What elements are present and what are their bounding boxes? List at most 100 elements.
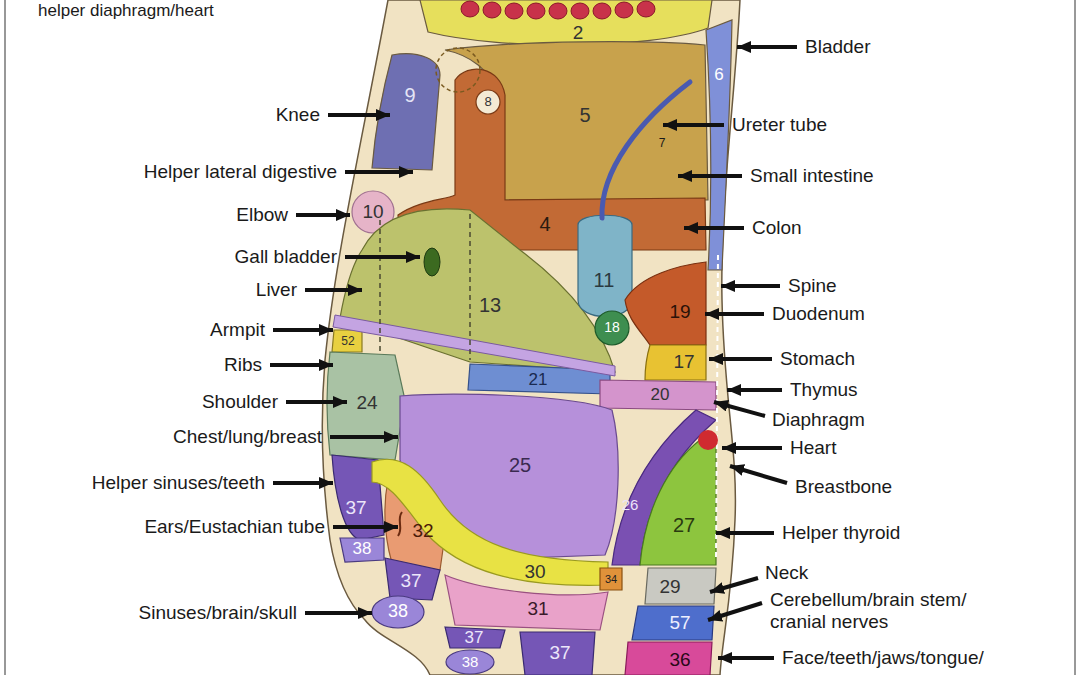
zone-number: 26 (622, 497, 639, 514)
leader-arrow (305, 611, 372, 615)
zone-fill (340, 538, 384, 562)
leader-arrow (737, 45, 797, 49)
label-anchor: Breastbone (795, 476, 892, 498)
tooth-oval (615, 2, 633, 18)
reflex-zone: 38 (370, 594, 426, 630)
reflex-zone: 18 (593, 309, 631, 347)
zone-number: 29 (659, 577, 680, 598)
zone-number: 57 (669, 613, 690, 634)
reflex-zone: 36 (623, 640, 714, 675)
leader-arrow (296, 213, 350, 217)
label-anchor: helper diaphragm/heart (38, 1, 214, 21)
zone-label: Liver (256, 279, 297, 301)
gall-bladder (424, 248, 440, 276)
zone-number: 6 (714, 66, 723, 85)
zone-fill (600, 568, 622, 590)
zone-label: Knee (276, 104, 320, 126)
zone-shape (638, 438, 718, 567)
spine-dashes (716, 255, 718, 560)
zone-number: 32 (412, 521, 433, 542)
zone-shape (623, 640, 714, 675)
leader-arrow (705, 312, 764, 316)
label-anchor: Chest/lung/breast (173, 426, 322, 448)
label-anchor: Ribs (224, 354, 262, 376)
label-anchor: Colon (752, 217, 802, 239)
zone-number: 37 (400, 571, 421, 592)
tooth-oval (527, 3, 545, 19)
leader-arrow (663, 123, 724, 127)
zone-label: Thymus (790, 379, 858, 401)
label-anchor: Armpit (210, 319, 265, 341)
heart-spot (698, 430, 718, 450)
zone-number: 9 (404, 84, 415, 106)
zone-shape (704, 18, 734, 272)
label-anchor: Helper lateral digestive (144, 161, 337, 183)
zone-number: 2 (573, 23, 584, 44)
liver-dashes (380, 214, 470, 360)
dashed-circle (436, 48, 480, 92)
leader-arrow (286, 400, 347, 404)
leader-arrow (273, 328, 333, 332)
label-anchor: Spine (788, 275, 837, 297)
zone-label: Breastbone (795, 476, 892, 498)
zone-label: Helper thyroid (782, 522, 900, 544)
zone-label: Elbow (236, 204, 288, 226)
tooth-oval (571, 3, 589, 19)
zone-fill (446, 650, 494, 674)
leader-arrow (328, 113, 390, 117)
zone-number: 37 (465, 629, 484, 648)
zone-number: 38 (353, 540, 372, 559)
zone-label: Neck (765, 562, 808, 584)
reflex-zone: 17 (643, 343, 708, 382)
label-anchor: Helper sinuses/teeth (92, 472, 265, 494)
zone-fill (372, 596, 424, 628)
leader-arrow (718, 656, 774, 660)
label-anchor: Heart (790, 437, 836, 459)
tooth-oval (637, 1, 655, 17)
reflex-zone: 19 (623, 260, 708, 347)
label-anchor: Stomach (780, 348, 855, 370)
zone-number: 24 (356, 393, 377, 414)
leader-arrow (330, 435, 398, 439)
label-anchor: Helper thyroid (782, 522, 900, 544)
zone-number: 27 (673, 514, 695, 536)
reflex-zone: 38 (444, 648, 496, 675)
label-anchor: Face/teeth/jaws/tongue/ (782, 647, 984, 669)
zone-fill (612, 410, 716, 565)
chart-frame (5, 0, 1075, 675)
zone-label: Ears/Eustachian tube (144, 516, 325, 538)
label-anchor: Thymus (790, 379, 858, 401)
leader-arrow (721, 284, 780, 288)
reflex-zone: 57 (630, 604, 716, 642)
zone-fill (445, 627, 505, 648)
zone-fill (595, 311, 629, 345)
reflex-zone: 34 (598, 566, 624, 592)
ureter-tube (602, 82, 690, 218)
zone-label: Small intestine (750, 165, 874, 187)
zone-number: 18 (604, 320, 620, 335)
zone-label: Stomach (780, 348, 855, 370)
tooth-oval (483, 2, 501, 18)
label-anchor: Cerebellum/brain stem/ cranial nerves (770, 589, 1005, 633)
leader-arrow (716, 531, 774, 535)
zone-fill (645, 568, 716, 604)
zone-label: Colon (752, 217, 802, 239)
tooth-oval (505, 3, 523, 19)
zone-fill (578, 215, 632, 316)
zone-number: 52 (341, 335, 354, 348)
zone-number: 36 (669, 650, 690, 671)
zone-label: 7 (659, 137, 666, 151)
zone-label: Shoulder (202, 391, 278, 413)
label-anchor: Neck (765, 562, 808, 584)
zone-number: 34 (605, 573, 617, 585)
label-anchor: Ears/Eustachian tube (144, 516, 325, 538)
leader-arrow (305, 288, 362, 292)
zone-number: 20 (651, 386, 670, 405)
zone-number: 37 (549, 643, 570, 664)
leader-arrow (730, 466, 787, 483)
zone-fill (372, 54, 440, 170)
zone-fill (420, 0, 712, 45)
label-anchor: Shoulder (202, 391, 278, 413)
zone-label: Duodenum (772, 303, 865, 325)
label-anchor: Ureter tube (732, 114, 827, 136)
